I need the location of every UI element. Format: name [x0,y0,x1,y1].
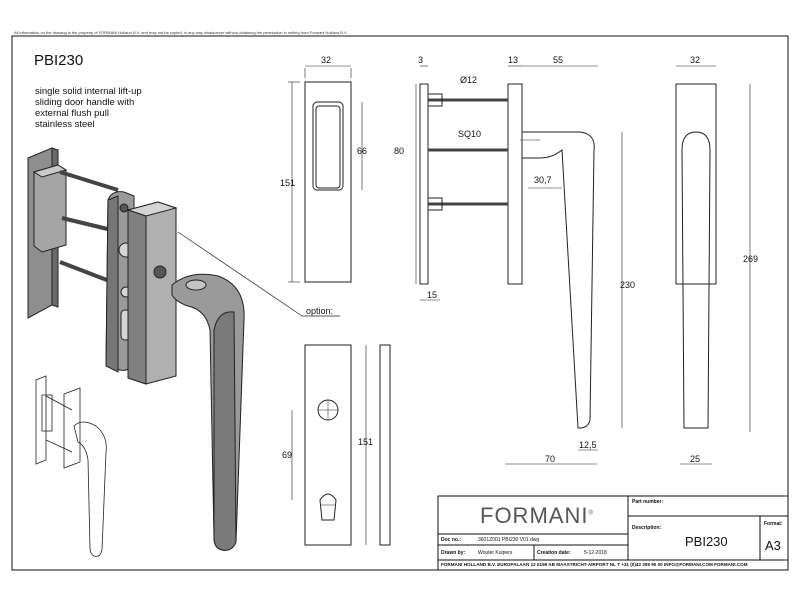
company-footer: FORMANI HOLLAND B.V. EUROPALAAN 12 6199 … [441,562,748,567]
lock-body [33,164,67,253]
dim-square: SQ10 [458,129,482,139]
dim-option-151: 151 [358,437,374,447]
line-isometric [35,375,107,557]
dim-80: 80 [394,146,405,156]
doc-no-value: 3601Z001 PBI230 V01.dwg [478,537,540,543]
drawn-by-label: Drawn by: [441,550,466,556]
flush-pull-view [288,65,363,283]
dim-30-7: 30,7 [534,175,552,185]
fixing-rod-bot [59,260,113,284]
title-block-grid [437,495,789,571]
side-section-view [415,65,623,465]
product-description: single solid internal lift-up sliding do… [35,86,185,130]
isometric-assembly [27,147,340,551]
dim-13: 13 [508,55,519,65]
dim-front-32: 32 [690,55,701,65]
description-line: external flush pull [35,108,109,119]
option-label: option: [306,306,334,316]
dim-diameter: Ø12 [460,75,478,85]
doc-no-label: Doc no.: [441,537,461,543]
dim-69: 69 [282,450,293,460]
format-value: A3 [765,538,781,553]
creation-date-label: Creation date: [537,550,571,556]
drawn-by-value: Wouter Kuipers [478,550,513,556]
dim-flush-recess: 66 [357,146,368,156]
brand-name: FORMANI [480,503,589,528]
dim-12-5: 12,5 [579,440,597,450]
dim-15: 15 [427,290,438,300]
option-plate-view [291,344,391,546]
dim-3: 3 [418,55,424,65]
description-label: Description: [632,525,662,531]
dim-flush-height: 151 [280,178,296,188]
format-label: Format: [764,521,783,527]
brand-logo: FORMANI® [480,503,594,528]
description-value: PBI230 [685,534,728,549]
sheet-border [11,35,789,571]
part-number-label: Part number: [632,499,664,505]
dim-269: 269 [743,254,759,264]
disclaimer-text: All information on the drawing is the pr… [14,30,348,35]
front-view [675,65,751,465]
description-line: stainless steel [35,119,95,130]
dim-flush-width: 32 [321,55,332,65]
dim-55: 55 [553,55,564,65]
description-line: sliding door handle with [35,97,135,108]
option-leader [177,231,303,317]
fixing-rod-top [59,170,119,192]
dim-70: 70 [545,454,556,464]
creation-date-value: 5-12-2018 [584,550,607,556]
dim-25: 25 [690,454,701,464]
dim-230: 230 [620,280,636,290]
description-line: single solid internal lift-up [35,86,142,97]
product-code: PBI230 [34,52,84,69]
